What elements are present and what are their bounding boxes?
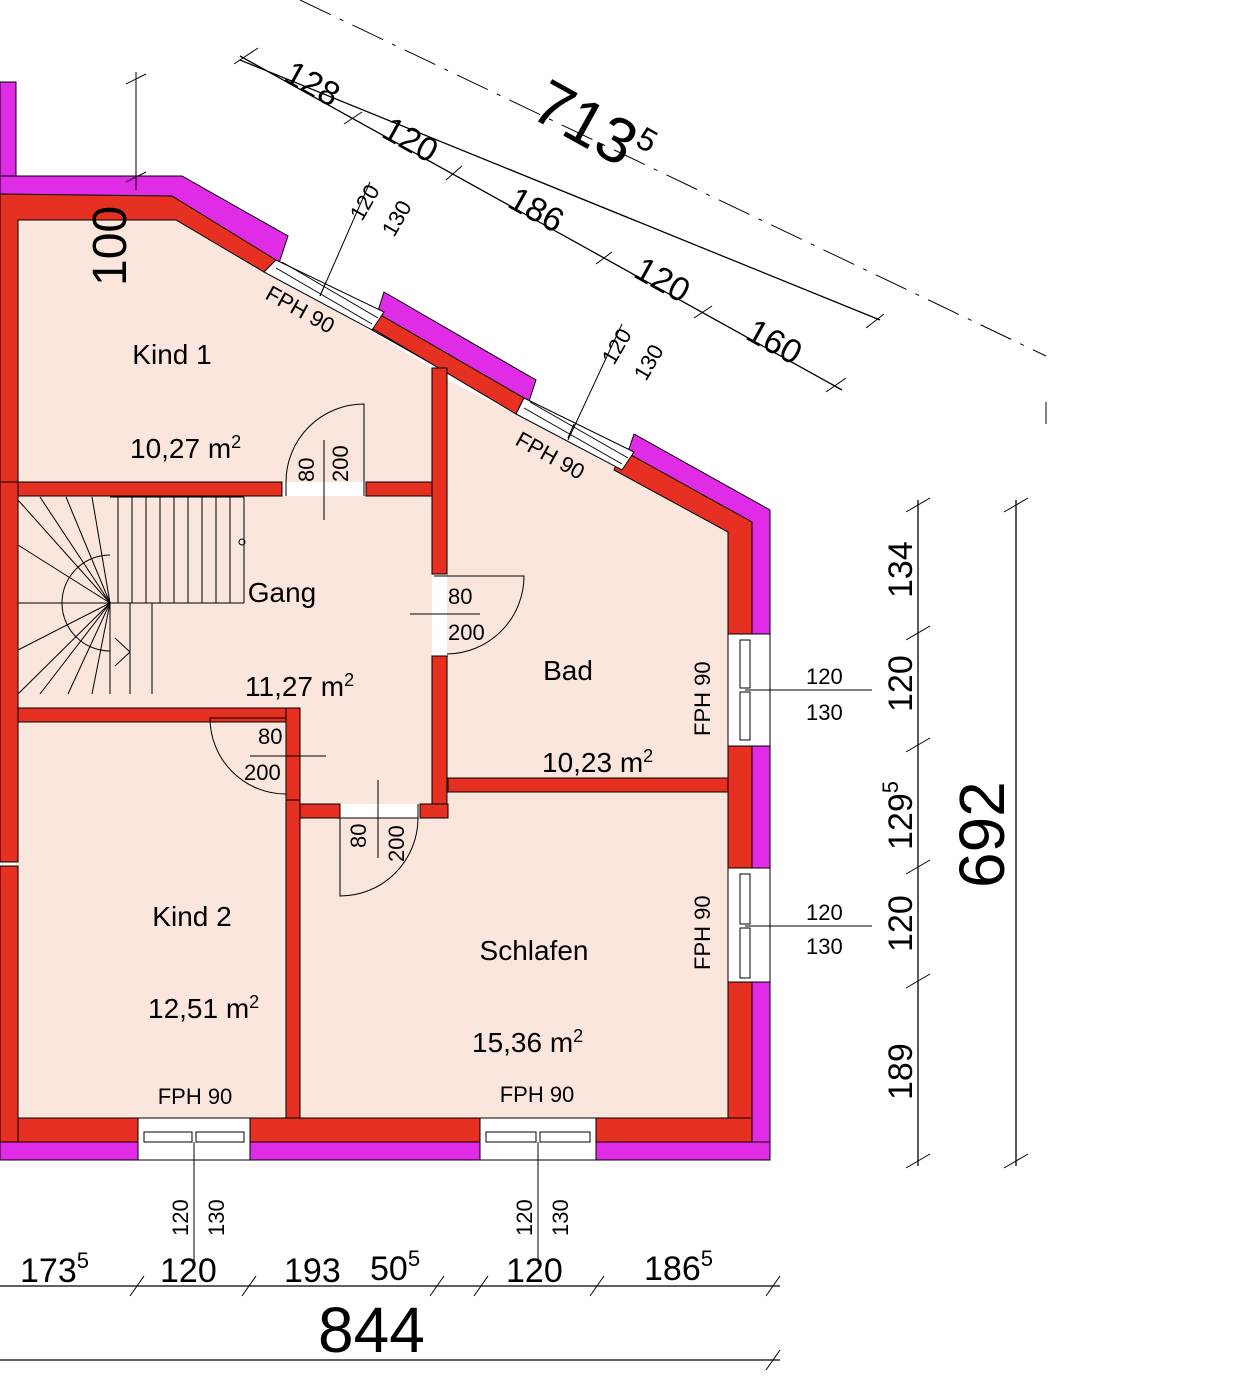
diag-dim-total: 7135: [521, 65, 665, 188]
door-kind2: [209, 717, 326, 795]
window-type-schlafen-bottom: FPH 90: [500, 1082, 575, 1107]
window-width-schlafen-right: 120: [806, 900, 843, 925]
window-width-bad-diagonal: 120: [597, 324, 637, 368]
diag-dim-5: 160: [740, 312, 808, 373]
door-height-schlafen: 200: [384, 825, 409, 862]
door-width-bad: 80: [448, 584, 472, 609]
window-width-schlafen-bottom: 120: [512, 1199, 537, 1236]
wall-thickness-dim: 100: [84, 72, 147, 286]
window-type-kind2-bottom: FPH 90: [158, 1084, 233, 1109]
door-labels: 80 200 80 200 80 200 80 200: [244, 445, 485, 862]
floor-kind2: [18, 722, 286, 1118]
window-height-bad-right: 130: [806, 700, 843, 725]
room-floors: [18, 220, 728, 1118]
room-labels: Kind 1 10,27 m2 Gang 11,27 m2 Bad 10,23 …: [130, 339, 653, 1058]
window-width-bad-right: 120: [806, 664, 843, 689]
room-name-bad: Bad: [543, 655, 593, 686]
window-labels: FPH 90 FPH 90 FPH 90 FPH 90 FPH 90 FPH 9…: [158, 180, 872, 1264]
bottom-dim-total: 844: [318, 1294, 425, 1366]
right-dim-3: 1295: [878, 781, 920, 850]
floor-bad: [447, 380, 728, 778]
room-name-kind1: Kind 1: [132, 339, 211, 370]
diag-dim-4: 120: [628, 250, 696, 311]
doors: [209, 403, 525, 897]
right-dim-1: 134: [882, 541, 920, 598]
right-dim-4: 120: [882, 895, 920, 952]
floor-kind1: [18, 220, 432, 482]
window-type-bad-right: FPH 90: [690, 661, 715, 736]
door-schlafen: [339, 780, 419, 897]
window-type-schlafen-right: FPH 90: [690, 895, 715, 970]
door-height-bad: 200: [448, 620, 485, 645]
window-height-kind1: 130: [377, 196, 417, 240]
room-name-gang: Gang: [248, 577, 317, 608]
window-height-kind2-bottom: 130: [204, 1199, 229, 1236]
bottom-dim-3: 193: [284, 1252, 341, 1290]
room-area-gang: 11,27 m2: [245, 670, 354, 702]
room-area-bad: 10,23 m2: [542, 746, 653, 778]
room-name-schlafen: Schlafen: [480, 935, 589, 966]
windows: [137, 259, 771, 1161]
door-width-kind2: 80: [258, 724, 282, 749]
door-bad: [410, 575, 525, 657]
bottom-dimensions: 1735 120 193 505 120 1865 844: [0, 1246, 781, 1371]
diag-dim-3: 186: [502, 180, 570, 241]
door-width-kind1: 80: [294, 458, 319, 482]
right-dim-2: 120: [882, 655, 920, 712]
room-area-kind1: 10,27 m2: [130, 432, 241, 464]
staircase: [17, 496, 246, 695]
door-width-schlafen: 80: [346, 824, 371, 848]
bottom-dim-4: 505: [370, 1246, 420, 1288]
window-kind1: [263, 259, 385, 331]
floor-gang: [18, 496, 432, 804]
window-height-bad-diagonal: 130: [629, 340, 669, 384]
bottom-dim-1: 1735: [20, 1248, 89, 1290]
window-height-schlafen-bottom: 130: [548, 1199, 573, 1236]
bottom-dim-5: 120: [506, 1252, 563, 1290]
floor-schlafen: [300, 792, 728, 1118]
diag-dim-1: 128: [278, 54, 346, 115]
bottom-dim-6: 1865: [644, 1246, 713, 1288]
door-kind1: [285, 403, 365, 520]
room-area-schlafen: 15,36 m2: [472, 1026, 583, 1058]
window-width-kind2-bottom: 120: [168, 1199, 193, 1236]
door-height-kind1: 200: [328, 445, 353, 482]
window-kind2-bottom: [137, 1117, 251, 1161]
room-name-kind2: Kind 2: [152, 901, 231, 932]
door-height-kind2: 200: [244, 760, 281, 785]
right-dim-total: 692: [946, 781, 1018, 888]
bottom-dim-2: 120: [160, 1252, 217, 1290]
window-schlafen-right: [727, 867, 771, 983]
room-area-kind2: 12,51 m2: [148, 992, 259, 1024]
right-dim-5: 189: [882, 1043, 920, 1100]
window-height-schlafen-right: 130: [806, 934, 843, 959]
window-width-kind1: 120: [345, 180, 385, 224]
wall-thickness-label: 100: [84, 206, 137, 286]
right-dimensions: 134 120 1295 120 189 692: [878, 497, 1029, 1169]
window-bad-diagonal: [515, 397, 635, 471]
